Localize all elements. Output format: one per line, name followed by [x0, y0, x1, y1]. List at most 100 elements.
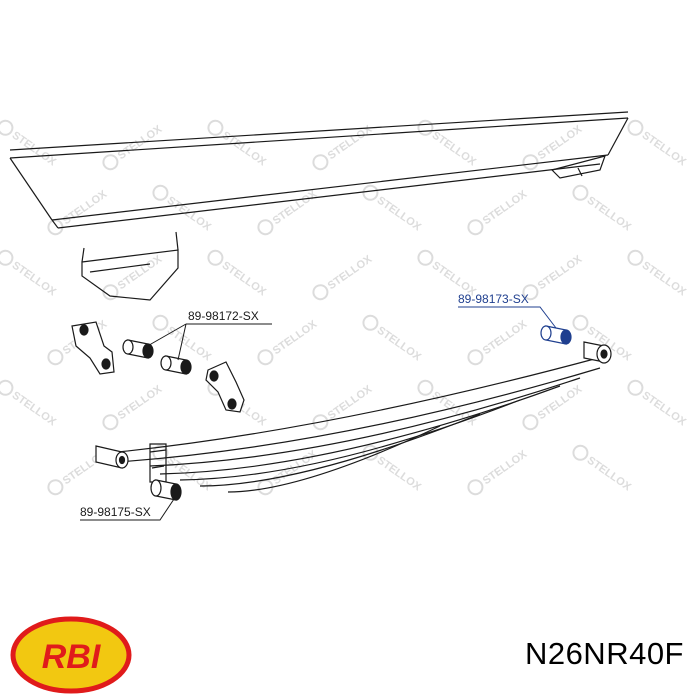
watermark-text: STELLOX	[536, 123, 585, 162]
watermark-icon	[572, 314, 589, 331]
spring-eye-rear	[95, 445, 129, 469]
watermark-mark: STELLOX	[0, 379, 59, 429]
watermark-text: STELLOX	[640, 389, 689, 428]
watermark-icon	[257, 479, 274, 496]
watermark-text: STELLOX	[10, 259, 59, 298]
watermark-icon	[467, 349, 484, 366]
watermark-mark: STELLOX	[207, 249, 269, 299]
watermark-text: STELLOX	[375, 194, 424, 233]
watermark-mark: STELLOX	[522, 253, 585, 301]
frame-rail	[9, 111, 629, 301]
watermark-text: STELLOX	[585, 454, 634, 493]
watermark-icon	[312, 284, 329, 301]
watermark-mark: STELLOX	[47, 188, 110, 236]
watermark-mark: STELLOX	[312, 123, 375, 171]
callout-label-89-98175: 89-98175-SX	[80, 505, 151, 519]
watermark-text: STELLOX	[375, 454, 424, 493]
watermark-text: STELLOX	[271, 318, 320, 357]
watermark-icon	[102, 284, 119, 301]
watermark-text: STELLOX	[481, 318, 530, 357]
watermark-icon	[47, 219, 64, 236]
watermark-mark: STELLOX	[362, 314, 424, 364]
watermark-mark: STELLOX	[467, 448, 530, 496]
watermark-icon	[627, 119, 644, 136]
watermark-mark: STELLOX	[627, 119, 689, 169]
watermark-icon	[257, 349, 274, 366]
bushing-part-2	[540, 325, 572, 345]
watermark-mark: STELLOX	[257, 448, 320, 496]
watermark-icon	[47, 349, 64, 366]
watermark-icon	[362, 314, 379, 331]
leaf-spring	[117, 357, 601, 493]
watermark-text: STELLOX	[536, 253, 585, 292]
watermark-text: STELLOX	[116, 253, 165, 292]
watermark-mark: STELLOX	[257, 188, 320, 236]
watermark-mark: STELLOX	[467, 318, 530, 366]
watermark-text: STELLOX	[585, 194, 634, 233]
watermark-icon	[572, 184, 589, 201]
watermark-icon	[467, 219, 484, 236]
shackle-plate-left	[71, 321, 115, 375]
part-number: N26NR40F	[524, 636, 684, 671]
watermark-mark: STELLOX	[0, 249, 59, 299]
rbi-logo: RBI	[10, 616, 132, 694]
watermark-text: STELLOX	[640, 129, 689, 168]
watermark-icon	[102, 154, 119, 171]
watermark-icon	[0, 379, 14, 396]
watermark-icon	[0, 119, 14, 136]
watermark-icon	[522, 154, 539, 171]
watermark-text: STELLOX	[10, 389, 59, 428]
watermark-icon	[152, 184, 169, 201]
watermark-mark: STELLOX	[312, 253, 375, 301]
watermark-icon	[207, 119, 224, 136]
watermark-icon	[467, 479, 484, 496]
logo-text: RBI	[42, 638, 102, 676]
watermark-mark: STELLOX	[572, 444, 634, 494]
logo-oval	[10, 616, 132, 694]
spring-eye-front	[583, 341, 612, 364]
bushing-part-1	[122, 339, 192, 375]
watermark-mark: STELLOX	[0, 119, 59, 169]
watermark-mark: STELLOX	[467, 188, 530, 236]
watermark-text: STELLOX	[116, 383, 165, 422]
watermark-text: STELLOX	[640, 259, 689, 298]
watermark-mark: STELLOX	[152, 184, 214, 234]
watermark-mark: STELLOX	[102, 123, 165, 171]
watermark-icon	[47, 479, 64, 496]
bushing-part-3	[150, 479, 182, 501]
watermark-text: STELLOX	[326, 253, 375, 292]
watermark-icon	[312, 154, 329, 171]
watermark-text: STELLOX	[536, 383, 585, 422]
watermark-text: STELLOX	[430, 129, 479, 168]
watermark-icon	[627, 249, 644, 266]
watermark-icon	[102, 414, 119, 431]
watermark-text: STELLOX	[375, 324, 424, 363]
watermark-mark: STELLOX	[417, 119, 479, 169]
watermark-icon	[152, 314, 169, 331]
watermark-icon	[522, 284, 539, 301]
watermark-icon	[417, 379, 434, 396]
watermark-mark: STELLOX	[627, 249, 689, 299]
watermark-icon	[0, 249, 14, 266]
watermark-mark: STELLOX	[312, 383, 375, 431]
callout-leaders	[80, 306, 557, 521]
callout-label-89-98172: 89-98172-SX	[188, 309, 259, 323]
watermark-icon	[257, 219, 274, 236]
watermark-icon	[312, 414, 329, 431]
watermark-icon	[572, 444, 589, 461]
watermark-text: STELLOX	[61, 188, 110, 227]
callout-label-89-98173: 89-98173-SX	[458, 292, 529, 306]
watermark-icon	[417, 119, 434, 136]
shackle-plate-right	[205, 361, 245, 413]
watermark-text: STELLOX	[430, 389, 479, 428]
watermark-icon	[362, 184, 379, 201]
watermark-icon	[522, 414, 539, 431]
watermark-icon	[207, 249, 224, 266]
watermark-icon	[417, 249, 434, 266]
watermark-icon	[627, 379, 644, 396]
watermark-text: STELLOX	[481, 448, 530, 487]
watermark-text: STELLOX	[481, 188, 530, 227]
watermark-mark: STELLOX	[627, 379, 689, 429]
